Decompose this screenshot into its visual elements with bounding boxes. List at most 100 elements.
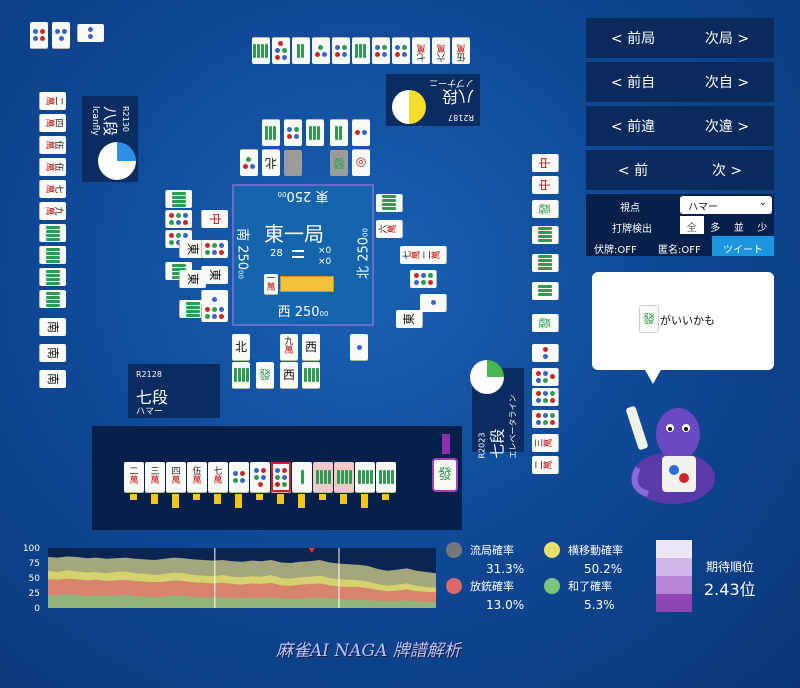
y-tick-label: 75 <box>29 559 40 569</box>
prev-round-button[interactable]: < 前局 <box>610 31 656 47</box>
hand-tile[interactable]: 三萬 <box>145 462 165 492</box>
tile: 東 <box>396 310 422 328</box>
center-board: 東 25000 南 25000 北 25000 西 25000 東一局 28 ×… <box>232 184 374 326</box>
next-self-button[interactable]: 次自 > <box>704 75 750 91</box>
tile-score-bar <box>256 494 263 500</box>
seat-south-sub: 00 <box>236 270 245 279</box>
seat-west: 西 250 <box>277 305 320 320</box>
next-button[interactable]: 次 > <box>711 163 743 179</box>
viewpoint-label: 視点 <box>620 203 640 214</box>
prev-self-button[interactable]: < 前自 <box>610 75 656 91</box>
y-tick-label: 25 <box>29 589 40 599</box>
tile: 北 <box>232 334 250 360</box>
rank-segment <box>656 576 692 594</box>
tile <box>332 38 350 64</box>
hand-tile[interactable] <box>376 462 396 492</box>
hand-tile[interactable] <box>271 462 291 492</box>
hand-tile[interactable]: 二萬 <box>124 462 144 492</box>
tile <box>166 210 192 228</box>
viewpoint-select[interactable]: ハマー ⌄ <box>680 196 772 214</box>
dora-indicator-tile: 一萬 <box>264 274 278 294</box>
corner-tile <box>78 24 104 42</box>
naga-mascot <box>626 406 715 504</box>
round-title: 東一局 <box>264 222 324 246</box>
agari-value: 5.3% <box>584 598 615 612</box>
hand-tile[interactable] <box>334 462 354 492</box>
hand-tile[interactable]: 四萬 <box>166 462 186 492</box>
tile: 北 <box>262 150 280 176</box>
prev-button[interactable]: < 前 <box>617 163 649 179</box>
detect-mode-all[interactable]: 全 <box>680 216 704 234</box>
tile <box>532 282 558 300</box>
tile: 七萬 <box>412 38 430 64</box>
seat-north: 北 250 <box>356 236 372 279</box>
hand-tile[interactable] <box>355 462 375 492</box>
hand-tile[interactable] <box>250 462 270 492</box>
tile: 南 <box>40 318 66 336</box>
houju-label: 放銃確率 <box>470 580 514 593</box>
tile: 西 <box>302 334 320 360</box>
hand-tile[interactable]: 七萬 <box>208 462 228 492</box>
tile <box>532 388 558 406</box>
detect-mode-many[interactable]: 多 <box>710 223 721 234</box>
tile: 九萬 <box>40 202 66 220</box>
y-tick-label: 50 <box>29 574 41 584</box>
anonymous-toggle[interactable]: 匿名:OFF <box>658 245 701 256</box>
tile-score-bar <box>319 494 326 500</box>
tile: 中 <box>532 154 558 172</box>
hand-tile[interactable] <box>229 462 249 492</box>
tile <box>302 362 320 388</box>
rank-segment <box>656 594 692 612</box>
tile: 六萬 <box>376 220 402 238</box>
tile: 六萬 <box>432 38 450 64</box>
tile <box>240 150 258 176</box>
tile <box>202 240 228 258</box>
player-name: エレベータライン <box>508 394 518 459</box>
honba-stick-icon <box>292 250 304 258</box>
suggestion-tile: 發 <box>640 306 658 332</box>
detect-mode-normal[interactable]: 並 <box>733 223 744 234</box>
y-tick-label: 0 <box>34 604 40 612</box>
drawn-tile[interactable]: 發 <box>432 458 458 492</box>
houju-icon <box>446 578 462 594</box>
tweet-button[interactable]: ツイート <box>712 236 774 256</box>
tile: 七萬 <box>40 180 66 198</box>
viewpoint-value: ハマー <box>688 202 718 213</box>
seat-north-sub: 00 <box>361 228 370 237</box>
ryukyoku-value: 31.3% <box>486 562 525 576</box>
tile <box>272 38 290 64</box>
tile <box>232 362 250 388</box>
tile <box>532 410 558 428</box>
tile <box>532 254 558 272</box>
tile: 發 <box>532 314 558 332</box>
corner-tile <box>30 22 48 48</box>
tile: 西 <box>280 362 298 388</box>
step-nav: < 前 次 > <box>586 150 774 190</box>
prev-mistake-button[interactable]: < 前違 <box>610 119 656 135</box>
tile: 東 <box>180 270 206 288</box>
hand-tile[interactable] <box>313 462 333 492</box>
tile <box>284 150 302 176</box>
tile: ◎ <box>352 150 370 176</box>
hand-tile[interactable] <box>292 462 312 492</box>
hide-tiles-toggle[interactable]: 伏牌:OFF <box>594 245 637 256</box>
detect-mode-few[interactable]: 少 <box>757 223 768 234</box>
tile-score-bar <box>130 494 137 500</box>
player-top-pie <box>392 90 426 124</box>
tile <box>312 38 330 64</box>
tile: 二萬 <box>420 246 446 264</box>
hand-tile[interactable]: 伍萬 <box>187 462 207 492</box>
tile <box>202 304 228 322</box>
tile-score-bar <box>172 494 179 508</box>
next-mistake-button[interactable]: 次違 > <box>704 119 750 135</box>
tile <box>330 120 348 146</box>
ryukyoku-label: 流局確率 <box>470 544 514 557</box>
tile <box>284 120 302 146</box>
agari-label: 和了確率 <box>568 580 612 593</box>
tile <box>166 190 192 208</box>
next-round-button[interactable]: 次局 > <box>704 31 750 47</box>
tile: 四萬 <box>40 114 66 132</box>
tile <box>372 38 390 64</box>
wall-remaining <box>280 276 334 292</box>
player-rating: R2128 <box>136 370 162 379</box>
